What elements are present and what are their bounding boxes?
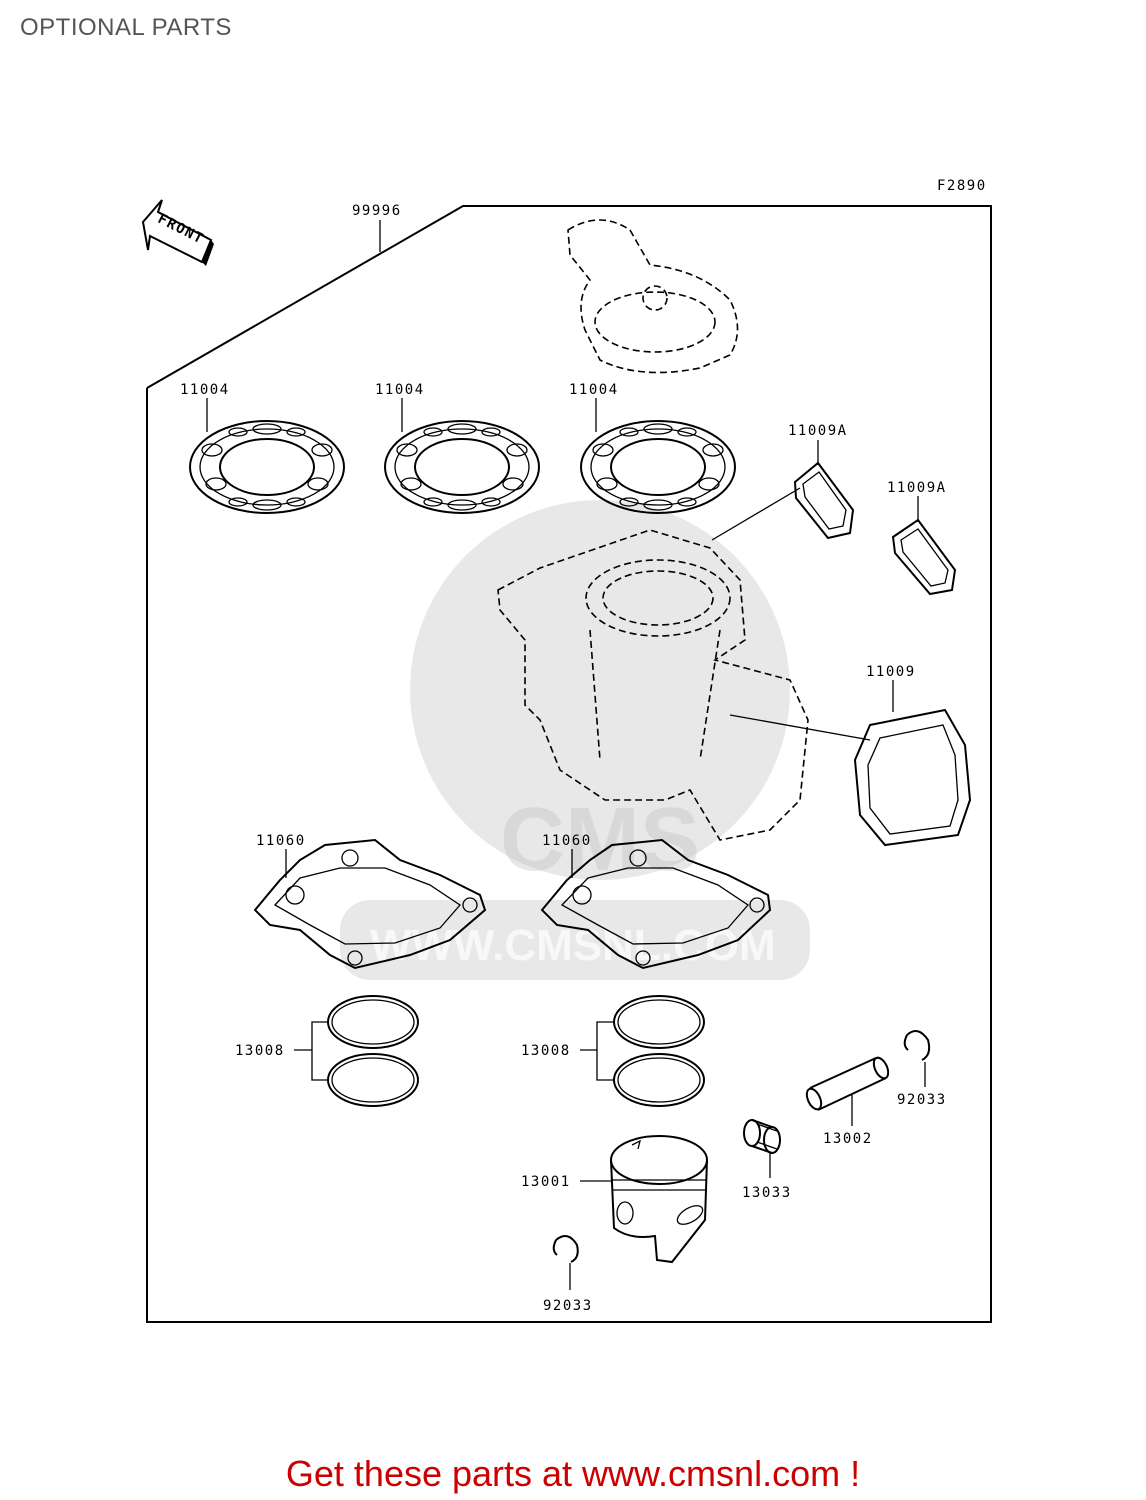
part-label-piston-pin: 13002 (823, 1131, 873, 1147)
piston-rings-1-icon (327, 995, 419, 1107)
watermark-logo-text: CMS (500, 790, 700, 890)
part-label-base-gasket-1: 11060 (256, 833, 306, 849)
head-gasket-3-icon (580, 420, 736, 514)
part-label-piston-rings-2: 13008 (521, 1043, 571, 1059)
cylinder-head-icon (567, 219, 739, 374)
head-gasket-2-icon (384, 420, 540, 514)
base-gasket-1-icon (253, 838, 487, 970)
kit-frame (146, 205, 992, 1323)
part-label-head-gasket-3: 11004 (569, 382, 619, 398)
piston-pin-icon (805, 1056, 890, 1111)
part-label-base-gasket-2: 11060 (542, 833, 592, 849)
part-label-exhaust-gasket-1: 11009A (788, 423, 848, 439)
page-title: OPTIONAL PARTS (20, 14, 232, 41)
watermark: CMS WWW.CMSNL.COM (340, 500, 810, 980)
reed-gasket-icon (853, 708, 972, 847)
piston-icon (610, 1135, 708, 1264)
part-label-needle-bearing: 13033 (742, 1185, 792, 1201)
needle-bearing-icon (743, 1119, 781, 1154)
part-label-reed-gasket: 11009 (866, 664, 916, 680)
parts-diagram: CMS WWW.CMSNL.COM FRONT F2890 99996 1100… (141, 178, 992, 1323)
head-gasket-1-icon (189, 420, 345, 514)
exhaust-gasket-1-icon (793, 461, 855, 540)
part-label-kit: 99996 (352, 203, 402, 219)
front-arrow-icon: FRONT (141, 199, 214, 266)
part-label-exhaust-gasket-2: 11009A (887, 480, 947, 496)
part-label-head-gasket-1: 11004 (180, 382, 230, 398)
part-label-piston: 13001 (521, 1174, 571, 1190)
part-label-circlip-2: 92033 (543, 1298, 593, 1314)
base-gasket-2-icon (540, 838, 772, 970)
footer-link[interactable]: Get these parts at www.cmsnl.com ! (285, 1453, 861, 1494)
circlip-2-icon (552, 1235, 579, 1263)
part-label-circlip-1: 92033 (897, 1092, 947, 1108)
figure-code: F2890 (937, 178, 987, 194)
exhaust-gasket-2-icon (891, 518, 957, 596)
cylinder-icon (497, 529, 809, 841)
circlip-1-icon (903, 1030, 931, 1061)
part-label-piston-rings-1: 13008 (235, 1043, 285, 1059)
piston-rings-2-icon (613, 995, 705, 1107)
part-label-head-gasket-2: 11004 (375, 382, 425, 398)
